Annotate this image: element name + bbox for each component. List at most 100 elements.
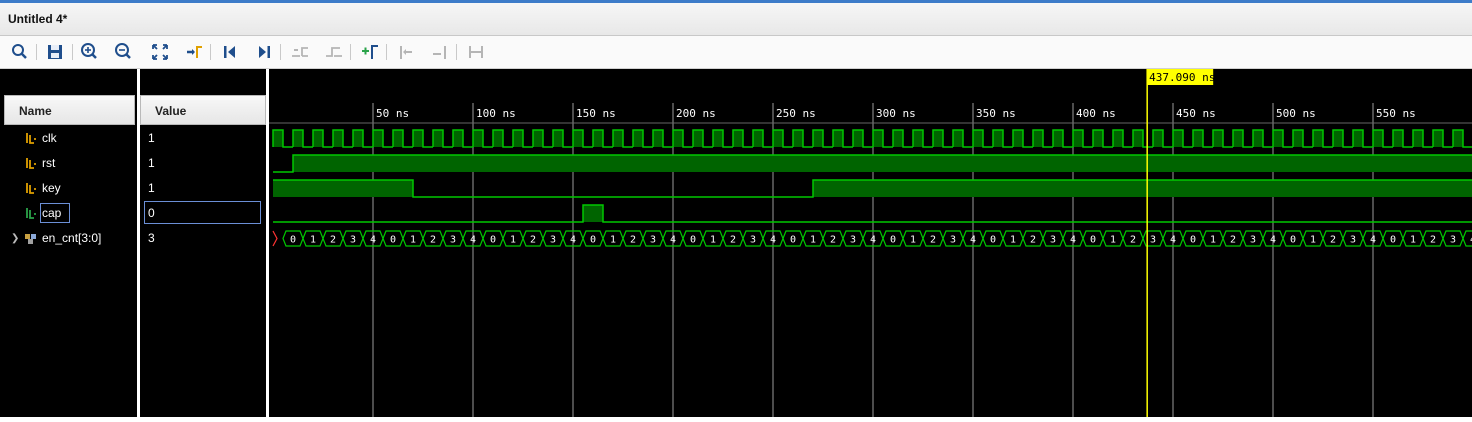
time-tick-label: 100 ns (476, 107, 516, 120)
rst-high-region (293, 155, 1472, 172)
bus-value-label: 1 (1110, 235, 1116, 246)
bus-value-label: 3 (750, 235, 756, 246)
previous-transition-icon[interactable] (288, 40, 312, 64)
bus-value-label: 0 (490, 235, 496, 246)
clk-high-region (333, 130, 343, 147)
clk-high-region (1273, 130, 1283, 147)
bus-value-label: 0 (1390, 235, 1396, 246)
zoom-fit-icon[interactable] (148, 40, 172, 64)
clk-high-region (1373, 130, 1383, 147)
bus-value-label: 1 (710, 235, 716, 246)
bus-value-label: 1 (310, 235, 316, 246)
clk-high-region (773, 130, 783, 147)
zoom-in-icon[interactable] (78, 40, 102, 64)
bus-value-label: 4 (970, 235, 976, 246)
clk-high-region (1413, 130, 1423, 147)
bus-value-label: 2 (830, 235, 836, 246)
signal-value: 3 (148, 231, 155, 245)
bus-value-label: 2 (1230, 235, 1236, 246)
selected-signal-outline (40, 203, 70, 223)
signal-row-en-cnt[interactable]: en_cnt[3:0] (0, 226, 137, 251)
clk-high-region (573, 130, 583, 147)
bus-value-label: 0 (890, 235, 896, 246)
clk-high-region (1233, 130, 1243, 147)
bus-value-label: 2 (530, 235, 536, 246)
next-marker-icon[interactable] (428, 40, 452, 64)
clk-high-region (453, 130, 463, 147)
clk-high-region (1133, 130, 1143, 147)
clk-high-region (1153, 130, 1163, 147)
clk-high-region (1113, 130, 1123, 147)
bus-value-label: 0 (290, 235, 296, 246)
bus-value-label: 0 (1190, 235, 1196, 246)
bus-value-label: 2 (1430, 235, 1436, 246)
bus-value-label: 1 (1210, 235, 1216, 246)
zoom-out-icon[interactable] (112, 40, 136, 64)
clk-high-region (853, 130, 863, 147)
bus-value-label: 4 (770, 235, 776, 246)
name-column-header[interactable]: Name (4, 95, 135, 125)
bus-value-label: 0 (790, 235, 796, 246)
bus-value-label: 4 (570, 235, 576, 246)
value-column-header[interactable]: Value (140, 95, 266, 125)
signal-row-clk[interactable]: clk (0, 126, 137, 151)
toolbar-separator (386, 44, 387, 60)
bus-value-label: 3 (1050, 235, 1056, 246)
title-bar: Untitled 4* (0, 3, 1472, 36)
signal-row-rst[interactable]: rst (0, 151, 137, 176)
bus-value-label: 1 (1010, 235, 1016, 246)
panel-divider[interactable] (266, 69, 269, 417)
signal-value: 1 (148, 131, 155, 145)
clk-high-region (753, 130, 763, 147)
bus-value-label: 3 (850, 235, 856, 246)
bus-value-label: 0 (390, 235, 396, 246)
swap-cursors-icon[interactable] (464, 40, 488, 64)
clk-high-region (1353, 130, 1363, 147)
time-tick-label: 200 ns (676, 107, 716, 120)
clk-high-region (893, 130, 903, 147)
bus-value-label: 3 (950, 235, 956, 246)
chevron-right-icon[interactable]: ❯ (11, 233, 20, 244)
signal-row-key[interactable]: key (0, 176, 137, 201)
search-icon[interactable] (8, 40, 32, 64)
clk-high-region (1193, 130, 1203, 147)
clk-high-region (493, 130, 503, 147)
column-divider[interactable] (137, 69, 140, 417)
cap-high-region (583, 205, 603, 222)
next-transition-icon[interactable] (322, 40, 346, 64)
bus-value-label: 0 (1090, 235, 1096, 246)
clk-high-region (353, 130, 363, 147)
time-tick-label: 400 ns (1076, 107, 1116, 120)
clk-high-region (293, 130, 303, 147)
key-high-region (813, 180, 1472, 197)
toolbar-separator (72, 44, 73, 60)
go-to-last-time-icon[interactable] (252, 40, 276, 64)
signal-row-cap[interactable]: cap (0, 201, 137, 226)
bit-signal-icon (26, 208, 36, 219)
time-tick-label: 150 ns (576, 107, 616, 120)
bus-segment (1462, 230, 1472, 247)
previous-marker-icon[interactable] (394, 40, 418, 64)
clk-high-region (793, 130, 803, 147)
clk-high-region (433, 130, 443, 147)
bus-value-label: 4 (870, 235, 876, 246)
go-to-time-zero-icon[interactable] (218, 40, 242, 64)
time-tick-label: 50 ns (376, 107, 409, 120)
waveform-toolbar (0, 36, 1472, 69)
value-edit-box[interactable] (144, 201, 261, 224)
signal-value: 1 (148, 156, 155, 170)
go-to-cursor-icon[interactable] (182, 40, 206, 64)
clk-high-region (1013, 130, 1023, 147)
key-high-region (273, 180, 413, 197)
clk-high-region (653, 130, 663, 147)
clk-high-region (273, 130, 283, 147)
clk-high-region (973, 130, 983, 147)
clk-high-region (1333, 130, 1343, 147)
bus-value-label: 0 (1290, 235, 1296, 246)
bus-value-label: 2 (1330, 235, 1336, 246)
clk-high-region (953, 130, 963, 147)
save-icon[interactable] (44, 40, 68, 64)
add-marker-icon[interactable] (358, 40, 382, 64)
